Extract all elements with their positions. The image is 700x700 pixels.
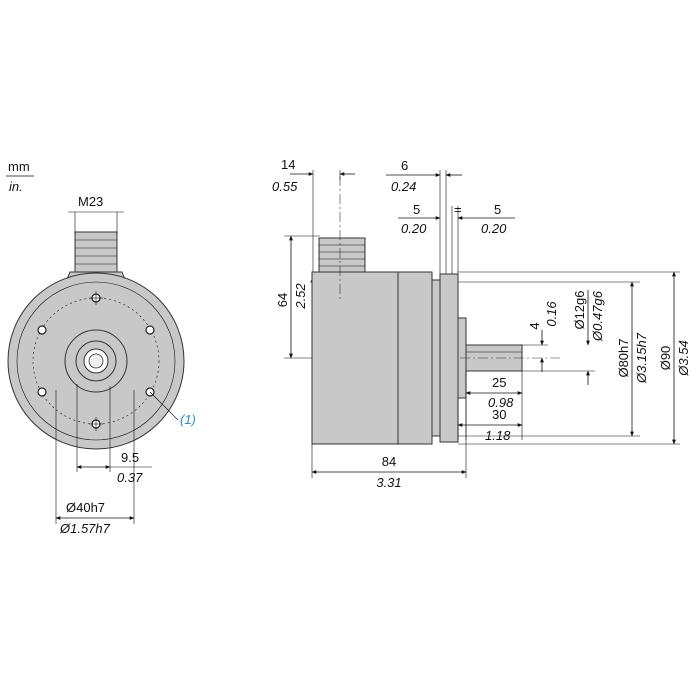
flange-gap-mm: 6 xyxy=(401,158,408,173)
flange-right-mm: 5 xyxy=(494,202,501,217)
flange-gap-in: 0.24 xyxy=(391,179,416,194)
mounting-hole xyxy=(37,325,47,335)
callout-leader xyxy=(149,391,179,421)
shaft-total-in: 1.18 xyxy=(485,428,511,443)
equal-sign: = xyxy=(454,202,462,217)
connector-offset-in: 0.55 xyxy=(272,179,298,194)
flange-left-in: 0.20 xyxy=(401,221,427,236)
mounting-hole xyxy=(145,325,155,335)
hole-spacing-mm: 9.5 xyxy=(121,450,139,465)
height-mm: 64 xyxy=(275,293,290,307)
mounting-hole xyxy=(37,387,47,397)
shaft-dia-mm: Ø12g6 xyxy=(572,290,587,329)
outer-dia-in: Ø3.54 xyxy=(676,340,691,376)
front-housing-rim xyxy=(16,281,176,441)
outer-dia-mm: Ø90 xyxy=(658,346,673,371)
shaft-len-in: 0.98 xyxy=(488,395,514,410)
connector-offset-mm: 14 xyxy=(281,157,295,172)
body-len-mm: 84 xyxy=(382,454,396,469)
shaft-total-mm: 30 xyxy=(492,407,506,422)
units-legend: mm in. xyxy=(6,159,34,194)
side-housing-front xyxy=(397,271,433,445)
body-len-in: 3.31 xyxy=(376,475,401,490)
front-mounting-holes xyxy=(37,291,155,431)
flange-right-in: 0.20 xyxy=(481,221,507,236)
hole-spacing-in: 0.37 xyxy=(117,470,143,485)
spigot-dia-in: Ø1.57h7 xyxy=(59,521,111,536)
front-view: (1) M23 9.5 0.37 Ø40h7 Ø1.57h7 xyxy=(7,194,196,536)
shaft-dia-in: Ø0.47g6 xyxy=(590,290,605,342)
side-flange-step xyxy=(431,279,441,437)
connector-size-label: M23 xyxy=(78,194,103,209)
height-in: 2.52 xyxy=(293,283,308,310)
front-shaft-core xyxy=(88,353,104,369)
flat-mm: 4 xyxy=(527,322,542,329)
shaft-len-mm: 25 xyxy=(492,375,506,390)
units-imperial: in. xyxy=(9,179,23,194)
pilot-dia-mm: Ø80h7 xyxy=(616,338,631,377)
side-housing-rear xyxy=(311,271,399,445)
flat-in: 0.16 xyxy=(544,301,559,327)
spigot-dia-mm: Ø40h7 xyxy=(66,500,105,515)
units-metric: mm xyxy=(8,159,30,174)
callout-1: (1) xyxy=(180,412,196,427)
side-shaft xyxy=(465,344,523,372)
flange-left-mm: 5 xyxy=(413,202,420,217)
side-view: 14 0.55 6 0.24 5 0.20 = 5 0.20 64 2.52 4… xyxy=(272,157,691,490)
pilot-dia-in: Ø3.15h7 xyxy=(634,332,649,384)
side-flange xyxy=(439,273,459,443)
